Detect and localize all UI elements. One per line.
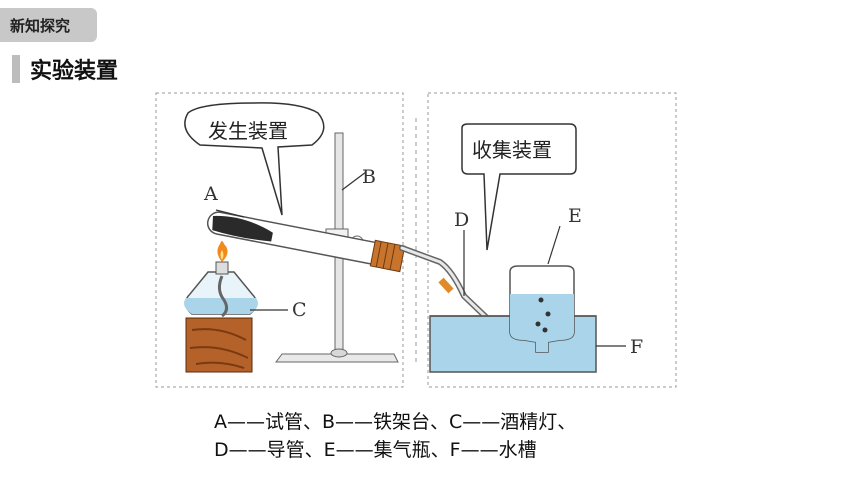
- collector-frame: [427, 92, 677, 388]
- bubble-collector-text: 收集装置: [472, 138, 552, 162]
- label-e: E: [568, 205, 582, 227]
- label-c: C: [292, 299, 307, 321]
- section-badge: 新知探究: [0, 8, 97, 42]
- bubble-generator: 发生装置: [184, 102, 325, 216]
- label-b: B: [362, 166, 376, 188]
- caption-line-1: A——试管、B——铁架台、C——酒精灯、: [214, 411, 577, 433]
- caption-line-2: D——导管、E——集气瓶、F——水槽: [214, 439, 537, 461]
- heading-bar: [12, 55, 20, 83]
- section-heading: 实验装置: [12, 54, 118, 84]
- bubble-generator-text: 发生装置: [208, 119, 288, 143]
- legend-caption: A——试管、B——铁架台、C——酒精灯、 D——导管、E——集气瓶、F——水槽: [214, 408, 576, 464]
- label-a: A: [203, 183, 218, 205]
- label-d: D: [454, 209, 469, 231]
- gas-bottle: [509, 225, 575, 353]
- bubble-collector: 收集装置: [461, 123, 577, 251]
- label-f: F: [630, 336, 643, 358]
- page-title: 实验装置: [30, 59, 119, 84]
- alcohol-lamp: [184, 241, 288, 373]
- test-tube: [206, 211, 406, 273]
- apparatus-diagram: 发生装置 收集装置: [155, 92, 677, 388]
